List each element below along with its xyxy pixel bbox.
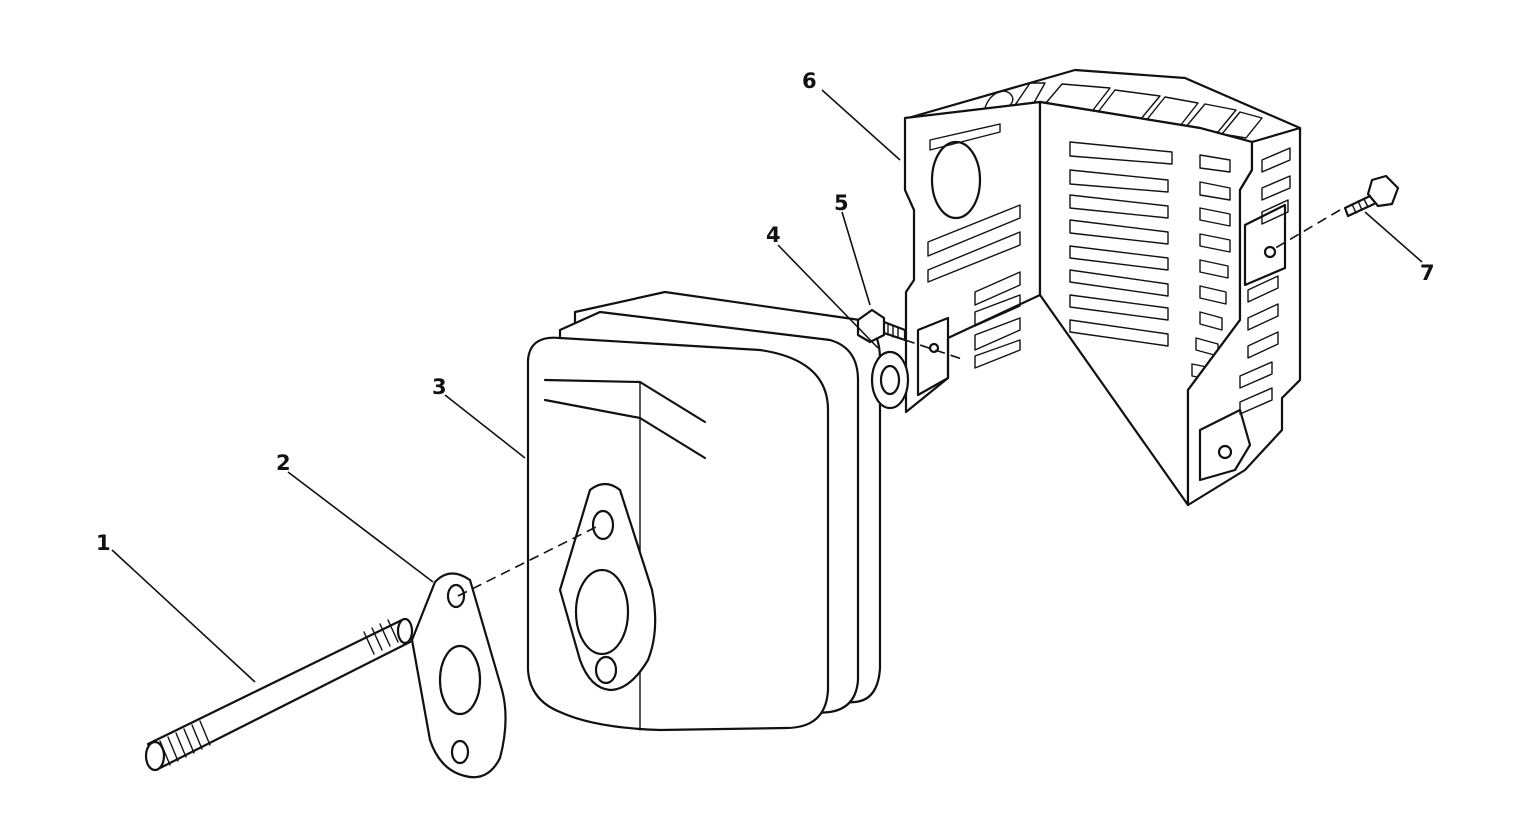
callout-4: 4 [766, 223, 781, 247]
callouts: 1 2 3 4 5 6 7 [96, 69, 1435, 555]
leader-lines [111, 89, 1423, 683]
hex-screw-7 [1343, 174, 1400, 218]
callout-7: 7 [1420, 261, 1435, 285]
callout-1: 1 [96, 531, 111, 555]
callout-2: 2 [276, 451, 291, 475]
callout-6: 6 [802, 69, 817, 93]
lock-washer [870, 350, 910, 410]
heat-shield [903, 68, 1302, 507]
assembly-lines [457, 209, 1341, 597]
callout-5: 5 [834, 191, 849, 215]
callout-3: 3 [432, 375, 447, 399]
hex-screw-5 [856, 308, 907, 344]
threaded-stud [144, 617, 414, 772]
muffler-body [526, 290, 882, 732]
gasket [410, 572, 507, 779]
